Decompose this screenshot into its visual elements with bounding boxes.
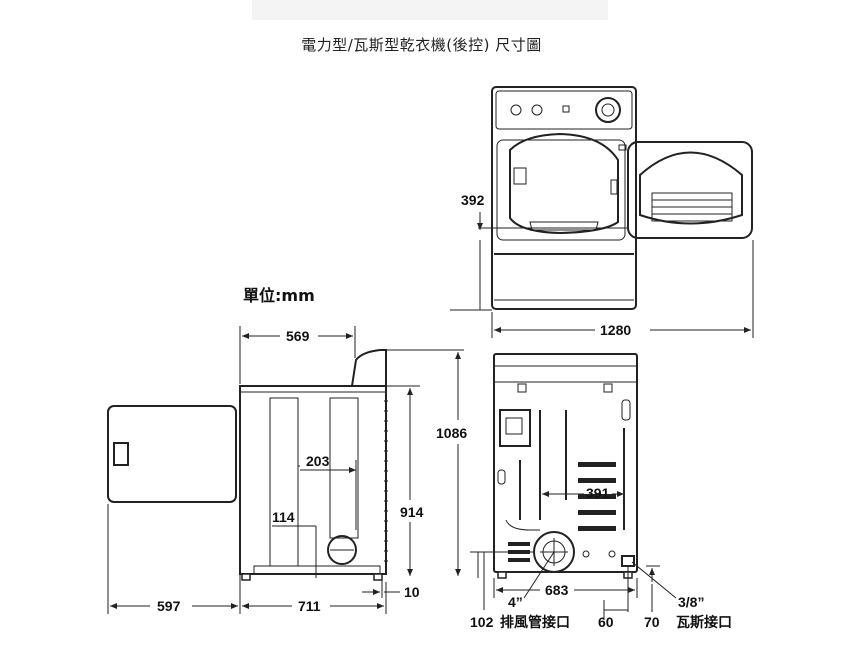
dim-392: 392 — [450, 192, 628, 311]
dim-label-203: 203 — [306, 453, 330, 469]
exhaust-callout: 4” 排風管接口 — [500, 551, 570, 631]
dim-60: 60 — [598, 566, 629, 630]
dim-label-gas-size: 3/8” — [678, 594, 704, 610]
dim-label-10: 10 — [404, 584, 420, 600]
dim-1086: 1086 — [386, 349, 467, 576]
dim-label-569: 569 — [286, 328, 310, 344]
label-exhaust-port: 排風管接口 — [500, 614, 570, 631]
dim-10: 10 — [362, 578, 420, 600]
page-title: 電力型/瓦斯型乾衣機(後控) 尺寸圖 — [301, 36, 542, 54]
dim-label-392: 392 — [461, 192, 485, 208]
dim-label-597: 597 — [157, 598, 181, 614]
side-view-dryer — [239, 349, 388, 581]
front-view-dryer — [491, 86, 637, 310]
label-gas-port: 瓦斯接口 — [676, 614, 732, 631]
dim-914: 914 — [386, 385, 424, 576]
dim-label-391: 391 — [586, 485, 610, 501]
dim-102: 102 — [470, 551, 534, 630]
dim-label-60: 60 — [598, 614, 614, 630]
dim-label-914: 914 — [400, 504, 424, 520]
gas-callout: 3/8” 瓦斯接口 — [631, 561, 732, 631]
dim-569: 569 — [239, 326, 356, 384]
dim-label-711: 711 — [298, 598, 321, 614]
dim-label-1086: 1086 — [436, 425, 467, 441]
dim-label-114: 114 — [272, 509, 295, 525]
dim-label-1280: 1280 — [600, 322, 631, 338]
dim-label-70: 70 — [644, 614, 660, 630]
unit-label: 單位:mm — [243, 286, 315, 305]
dim-label-exhaust-size: 4” — [508, 594, 523, 610]
top-bar — [252, 0, 608, 20]
dim-683: 683 — [493, 578, 638, 598]
dim-label-683: 683 — [545, 582, 569, 598]
dim-70: 70 — [644, 565, 660, 630]
dim-label-102: 102 — [470, 614, 494, 630]
dim-711: 711 — [242, 582, 387, 614]
dim-1280: 1280 — [491, 240, 754, 338]
side-door-open — [107, 405, 237, 503]
dim-114: 114 — [272, 509, 317, 578]
dim-203: 203 — [298, 453, 357, 530]
dim-597: 597 — [107, 504, 241, 614]
dim-391: 391 — [542, 485, 624, 501]
front-door-open — [627, 141, 753, 239]
rear-view-dryer — [493, 353, 638, 579]
